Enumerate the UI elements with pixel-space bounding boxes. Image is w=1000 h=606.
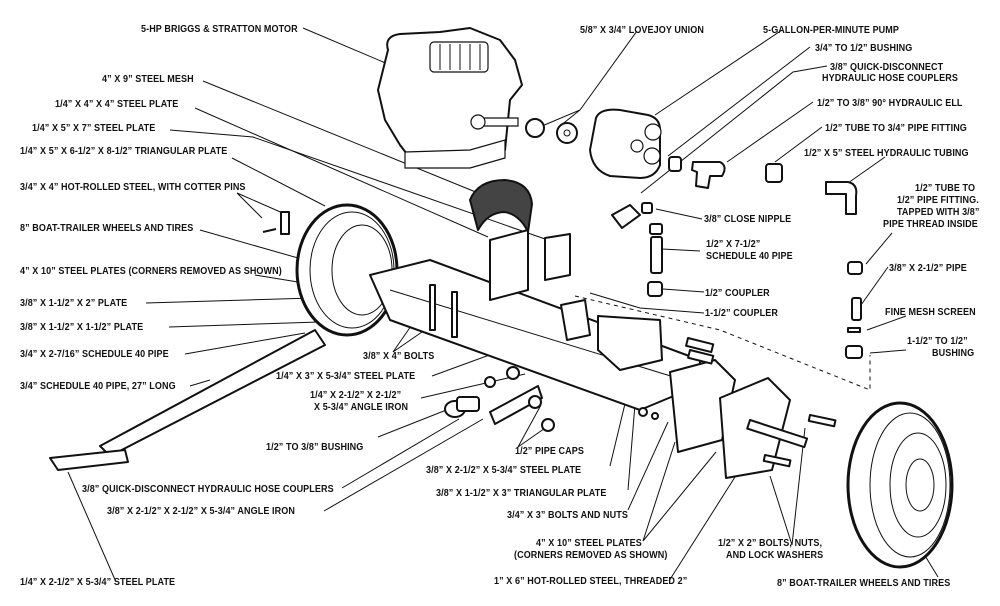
label-close-nipple: 3/8” CLOSE NIPPLE bbox=[704, 213, 792, 225]
label-triangular-plate-left: 1/4” X 5” X 6-1/2” X 8-1/2” TRIANGULAR P… bbox=[20, 145, 228, 157]
lovejoy-union-drawing bbox=[525, 118, 578, 144]
label-plate-tongue: 1/4” X 2-1/2” X 5-3/4” STEEL PLATE bbox=[20, 576, 176, 588]
label-bolts-1-2x2-line2: AND LOCK WASHERS bbox=[726, 549, 824, 561]
label-bolts-1-2x2-line1: 1/2” X 2” BOLTS, NUTS, bbox=[718, 537, 823, 549]
label-pipe-3-8x2-5: 3/8” X 2-1/2” PIPE bbox=[889, 262, 967, 274]
label-pipe-2-7-16: 3/4” X 2-7/16” SCHEDULE 40 PIPE bbox=[20, 348, 169, 360]
label-plates-4x10-bottom-line2: (CORNERS REMOVED AS SHOWN) bbox=[514, 549, 668, 561]
label-motor: 5-HP BRIGGS & STRATTON MOTOR bbox=[141, 23, 298, 35]
label-lovejoy: 5/8” X 3/4” LOVEJOY UNION bbox=[580, 24, 704, 36]
label-tube-fitting-1-2-line1: 1/2” TUBE TO bbox=[915, 182, 976, 194]
label-angle-iron-3-8: 3/8” X 2-1/2” X 2-1/2” X 5-3/4” ANGLE IR… bbox=[107, 505, 295, 517]
label-bolts-3-8x4: 3/8” X 4” BOLTS bbox=[363, 350, 435, 362]
label-plate-4x4: 1/4” X 4” X 4” STEEL PLATE bbox=[55, 98, 179, 110]
label-plate-3-8-1-5: 3/8” X 1-1/2” X 1-1/2” PLATE bbox=[20, 321, 144, 333]
main-beam-drawing bbox=[369, 229, 701, 411]
label-pump: 5-GALLON-PER-MINUTE PUMP bbox=[763, 24, 900, 36]
label-bushing-1-2-3-8: 1/2” TO 3/8” BUSHING bbox=[266, 441, 364, 453]
pump-fittings-drawing bbox=[611, 156, 863, 359]
label-pipe-7-5-line2: SCHEDULE 40 PIPE bbox=[706, 250, 793, 262]
label-tube-fitting-1-2-line3: TAPPED WITH 3/8” bbox=[897, 206, 980, 218]
label-pipe-caps: 1/2” PIPE CAPS bbox=[515, 445, 584, 457]
label-coupler-1-5: 1-1/2” COUPLER bbox=[705, 307, 778, 319]
label-tube-fitting-3-4: 1/2” TUBE TO 3/4” PIPE FITTING bbox=[825, 122, 967, 134]
label-hot-rolled-threaded: 1” X 6” HOT-ROLLED STEEL, THREADED 2” bbox=[494, 575, 688, 587]
label-coupler-1-2: 1/2” COUPLER bbox=[705, 287, 770, 299]
label-hydraulic-ell: 1/2” TO 3/8” 90° HYDRAULIC ELL bbox=[817, 97, 963, 109]
label-qd-couplers-bottom: 3/8” QUICK-DISCONNECT HYDRAULIC HOSE COU… bbox=[82, 483, 334, 495]
label-tube-fitting-1-2-line4: PIPE THREAD INSIDE bbox=[883, 218, 978, 230]
label-hydraulic-tubing: 1/2” X 5” STEEL HYDRAULIC TUBING bbox=[804, 147, 969, 159]
label-bushing-1-5-line1: 1-1/2” TO 1/2” bbox=[907, 335, 968, 347]
pump-drawing bbox=[589, 108, 662, 179]
left-wheel-drawing bbox=[295, 203, 399, 337]
label-hot-rolled-cotter: 3/4” X 4” HOT-ROLLED STEEL, WITH COTTER … bbox=[20, 181, 246, 193]
label-triangular-plate-3-8: 3/8” X 1-1/2” X 3” TRIANGULAR PLATE bbox=[436, 487, 607, 499]
label-tube-fitting-1-2-line2: 1/2” PIPE FITTING. bbox=[897, 194, 979, 206]
label-angle-iron-1-4-line1: 1/4” X 2-1/2” X 2-1/2” bbox=[310, 389, 402, 401]
label-angle-iron-1-4-line2: X 5-3/4” ANGLE IRON bbox=[314, 401, 409, 413]
label-pipe-27-long: 3/4” SCHEDULE 40 PIPE, 27” LONG bbox=[20, 380, 176, 392]
label-plate-1-4x3: 1/4” X 3” X 5-3/4” STEEL PLATE bbox=[276, 370, 416, 382]
label-plates-4x10-bottom-line1: 4” X 10” STEEL PLATES bbox=[536, 537, 642, 549]
right-wheel-drawing bbox=[846, 401, 954, 569]
tongue-drawing bbox=[49, 329, 326, 471]
label-steel-mesh: 4” X 9” STEEL MESH bbox=[102, 73, 194, 85]
label-pipe-7-5-line1: 1/2” X 7-1/2” bbox=[706, 238, 761, 250]
label-wheels-right: 8” BOAT-TRAILER WHEELS AND TIRES bbox=[777, 577, 951, 589]
label-qd-couplers-top-line2: HYDRAULIC HOSE COUPLERS bbox=[822, 72, 958, 84]
label-plate-5x7: 1/4” X 5” X 7” STEEL PLATE bbox=[32, 122, 156, 134]
steel-mesh-drawing bbox=[469, 179, 533, 233]
label-bushing-3-4-1-2: 3/4” TO 1/2” BUSHING bbox=[815, 42, 913, 54]
label-wheels-left: 8” BOAT-TRAILER WHEELS AND TIRES bbox=[20, 222, 194, 234]
bottom-fittings-drawing bbox=[444, 366, 659, 432]
hose-line bbox=[574, 295, 871, 391]
axle-plates-drawing bbox=[669, 337, 837, 479]
label-mesh-screen: FINE MESH SCREEN bbox=[885, 306, 976, 318]
label-bushing-1-5-line2: BUSHING bbox=[932, 347, 975, 359]
label-plate-3-8x2-5: 3/8” X 2-1/2” X 5-3/4” STEEL PLATE bbox=[426, 464, 582, 476]
motor-drawing bbox=[377, 27, 523, 169]
label-plate-3-8-2: 3/8” X 1-1/2” X 2” PLATE bbox=[20, 297, 128, 309]
label-bolts-3-4x3: 3/4” X 3” BOLTS AND NUTS bbox=[507, 509, 628, 521]
label-qd-couplers-top-line1: 3/8” QUICK-DISCONNECT bbox=[830, 61, 944, 73]
cotter-pin-drawing bbox=[262, 211, 290, 235]
label-plates-4x10-left: 4” X 10” STEEL PLATES (CORNERS REMOVED A… bbox=[20, 265, 282, 277]
